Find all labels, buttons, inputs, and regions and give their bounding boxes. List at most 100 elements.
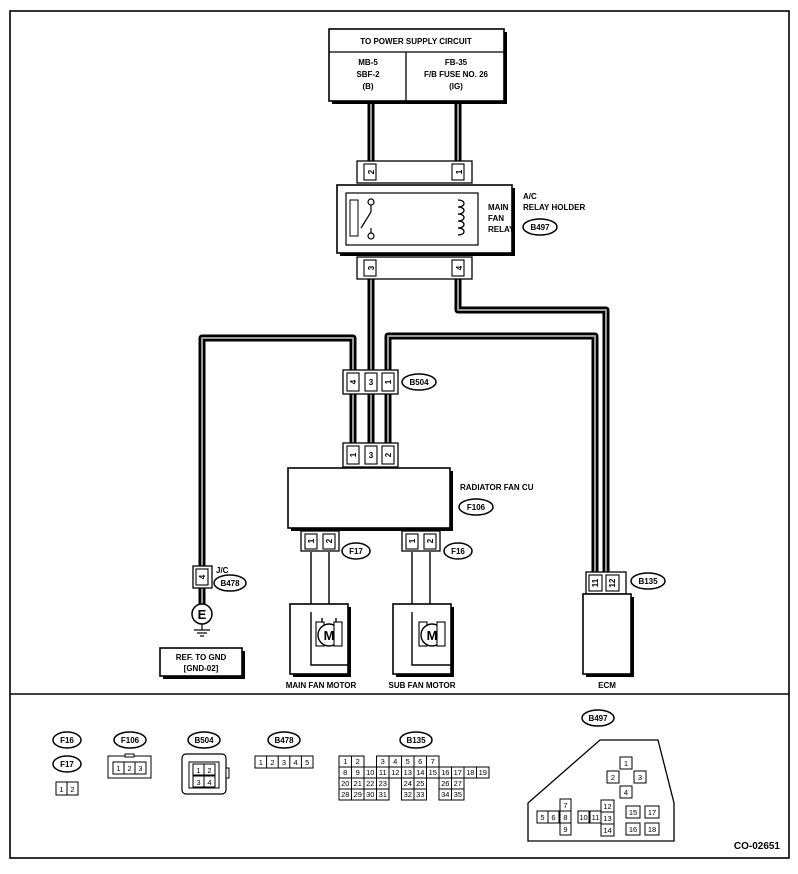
- radiator-fan-cu-label: RADIATOR FAN CU: [460, 483, 534, 492]
- legend-f106: F106: [121, 736, 140, 745]
- b135-pin-label: 35: [454, 790, 462, 799]
- b135-pin-label: 24: [404, 779, 412, 788]
- b135-pin: [451, 788, 465, 801]
- b135-pin-label: 18: [466, 768, 474, 777]
- b135-pin-label: 33: [416, 790, 424, 799]
- relay-label-line3: RELAY: [488, 225, 515, 234]
- relay-label-line1: MAIN: [488, 203, 509, 212]
- relay-bottom-connector: [356, 256, 473, 280]
- ecm: 11 12 B135 ECM: [582, 571, 666, 690]
- b135-pin-label: 14: [416, 768, 424, 777]
- b135-pin-label: 31: [379, 790, 387, 799]
- svg-text:1: 1: [307, 538, 316, 543]
- svg-text:12: 12: [608, 578, 617, 587]
- f17-connector: 1 2 F17: [300, 530, 371, 560]
- svg-text:1: 1: [59, 785, 63, 794]
- svg-text:B135: B135: [638, 577, 658, 586]
- b497-pin-label: 1: [624, 759, 628, 768]
- b135-pin-label: 17: [454, 768, 462, 777]
- b504-tag-label: B504: [409, 378, 429, 387]
- b497-tag: [522, 218, 558, 236]
- b497-pin-label: 12: [603, 802, 611, 811]
- f16-connector: 1 2 F16: [401, 530, 473, 560]
- b135-pin-label: 2: [356, 757, 360, 766]
- svg-text:F16: F16: [451, 547, 465, 556]
- relay-holder-title-line2: RELAY HOLDER: [523, 203, 585, 212]
- b135-pin-label: 12: [391, 768, 399, 777]
- b135-pin-label: 32: [404, 790, 412, 799]
- b497-pin-label: 5: [540, 813, 544, 822]
- relay-top-connector: [356, 160, 473, 184]
- ecm-label: ECM: [598, 681, 616, 690]
- f106-tag: [458, 498, 494, 516]
- relay-bottom-pin-4: 4: [455, 265, 464, 270]
- b135-pin-label: 28: [341, 790, 349, 799]
- svg-text:M: M: [427, 628, 438, 643]
- svg-text:2: 2: [270, 758, 274, 767]
- b135-pin-label: 11: [379, 768, 387, 777]
- b497-pin-label: 18: [648, 825, 656, 834]
- main-fan-motor: M MAIN FAN MOTOR: [286, 603, 356, 690]
- power-right-line3: (IG): [449, 82, 463, 91]
- b497-pin: [619, 756, 633, 770]
- jc-ground: 4 J/C B478 E REF. TO GND [GND-02]: [159, 565, 247, 679]
- f106-pin-3: 3: [369, 451, 374, 460]
- relay-label-line2: FAN: [488, 214, 504, 223]
- svg-text:3: 3: [196, 778, 200, 787]
- b504-tag: [401, 373, 437, 391]
- legend-f17: F17: [60, 760, 74, 769]
- b497-pin: [559, 822, 572, 836]
- b135-pin-label: 20: [341, 779, 349, 788]
- f106-pin-1: 1: [349, 452, 358, 457]
- b497-pin-label: 15: [629, 808, 637, 817]
- svg-text:3: 3: [138, 764, 142, 773]
- b497-pin: [547, 810, 560, 824]
- svg-text:B478: B478: [220, 579, 240, 588]
- svg-text:E: E: [198, 607, 207, 622]
- b135-pin-label: 9: [356, 768, 360, 777]
- b497-pin-label: 10: [579, 813, 587, 822]
- b497-pin: [619, 785, 633, 799]
- b497-pin-label: 11: [592, 813, 600, 822]
- relay-holder-title-line1: A/C: [523, 192, 537, 201]
- b135-pin-label: 30: [366, 790, 374, 799]
- b497-pin: [644, 805, 660, 819]
- b135-pin-label: 21: [354, 779, 362, 788]
- b135-pin-label: 16: [441, 768, 449, 777]
- b135-pin: [413, 788, 427, 801]
- legend-b497: B497: [588, 714, 608, 723]
- b504-upper-pin-4: 4: [349, 379, 358, 384]
- f17-tag: [341, 542, 371, 560]
- b478-tag: [213, 574, 247, 592]
- relay-top-pin-2: 2: [367, 169, 376, 174]
- b135-pin-label: 19: [479, 768, 487, 777]
- power-supply-title: TO POWER SUPPLY CIRCUIT: [360, 37, 472, 46]
- power-right-line2: F/B FUSE NO. 26: [424, 70, 489, 79]
- b497-pin: [644, 822, 660, 836]
- b135-pin-label: 27: [454, 779, 462, 788]
- b497-pin: [606, 770, 620, 784]
- relay-bottom-pin-3: 3: [367, 265, 376, 270]
- b497-tag-label: B497: [530, 223, 550, 232]
- b135-pin-label: 26: [441, 779, 449, 788]
- radiator-fan-cu: RADIATOR FAN CU F106: [287, 467, 534, 531]
- relay-top-pin-1: 1: [455, 169, 464, 174]
- legend-b478: B478: [274, 736, 294, 745]
- b497-pin-label: 6: [551, 813, 555, 822]
- b135-pin-label: 34: [441, 790, 449, 799]
- frame: [9, 10, 790, 859]
- b497-pin-label: 7: [563, 801, 567, 810]
- jc-label: J/C: [216, 566, 229, 575]
- svg-text:1: 1: [196, 766, 200, 775]
- b497-pin-label: 3: [638, 773, 642, 782]
- ground-ref-line1: REF. TO GND: [176, 653, 227, 662]
- b135-pin-label: 3: [381, 757, 385, 766]
- b497-pin-label: 2: [611, 773, 615, 782]
- b135-pin-label: 7: [431, 757, 435, 766]
- b135-pin: [476, 766, 490, 779]
- b135-pin-label: 15: [429, 768, 437, 777]
- b497-pin-label: 9: [563, 825, 567, 834]
- figure-code: CO-02651: [734, 841, 781, 852]
